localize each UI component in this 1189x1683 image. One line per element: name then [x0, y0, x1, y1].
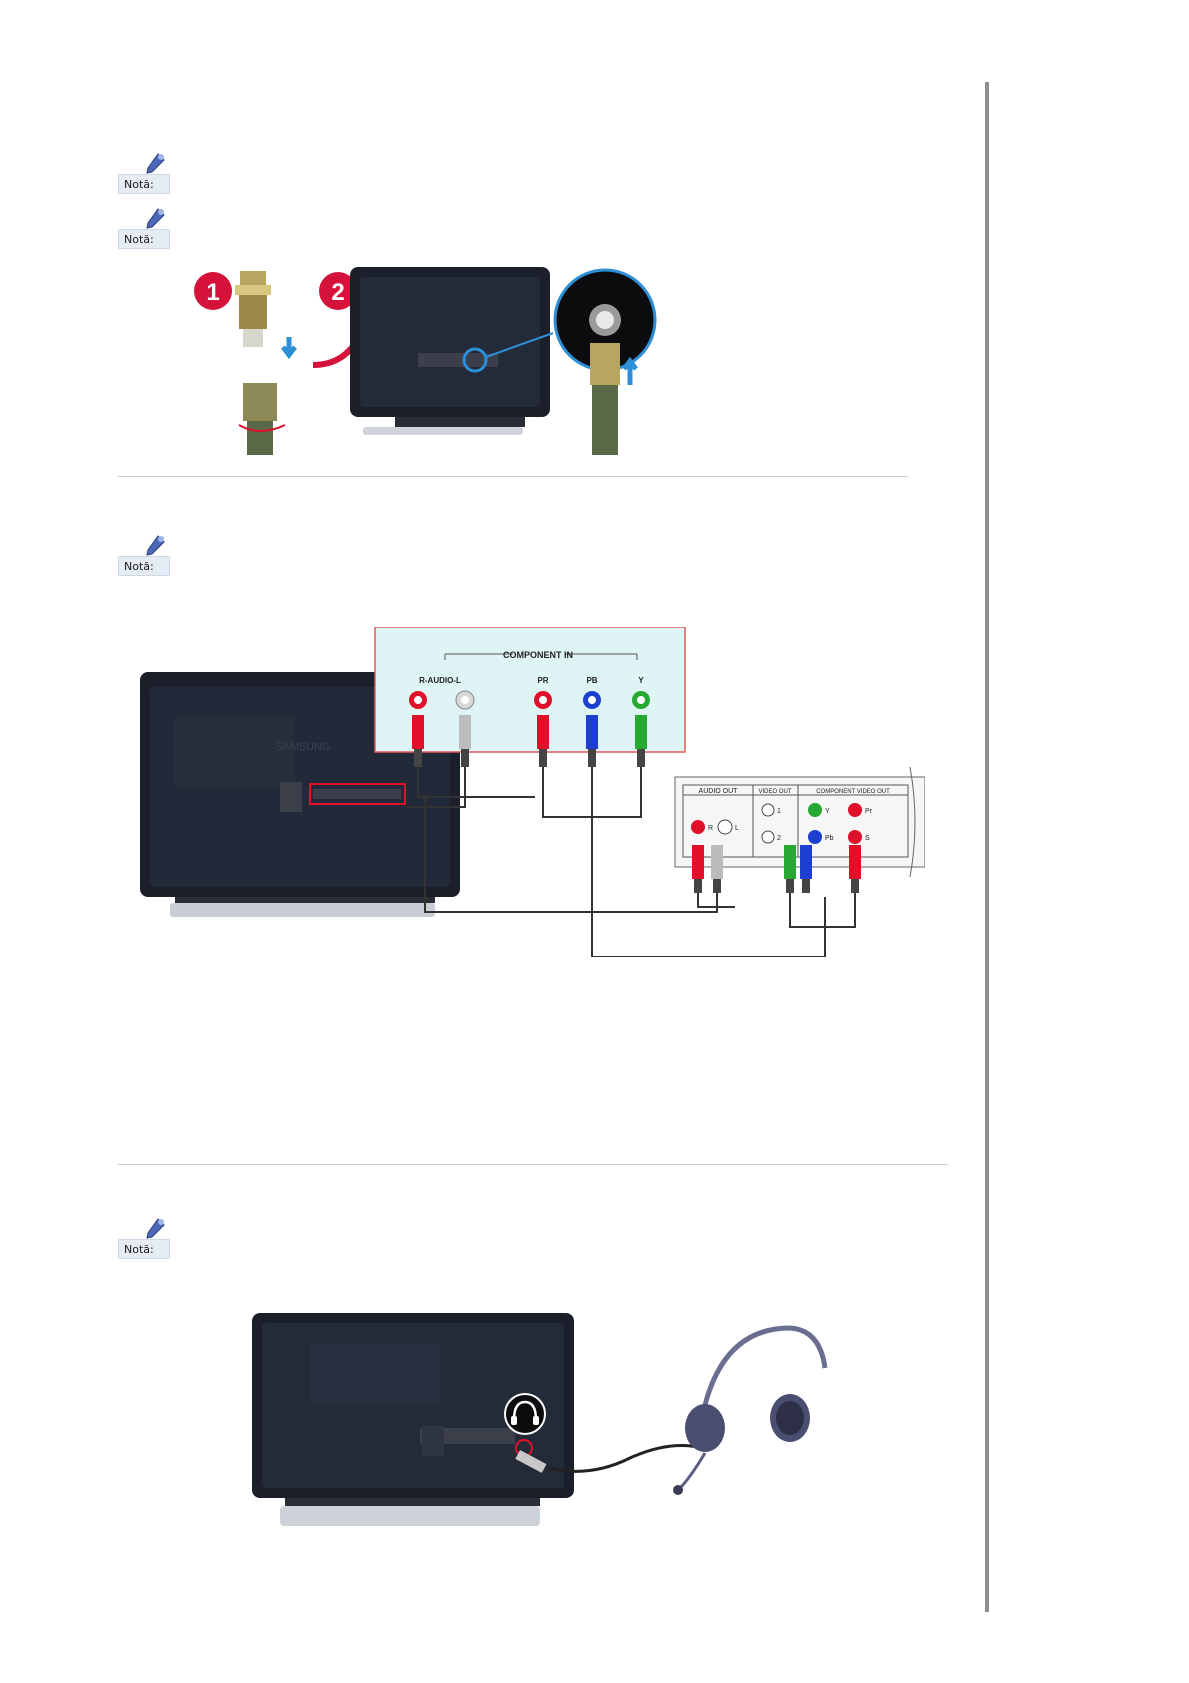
pen-note-icon [144, 534, 166, 558]
jack-label-pb: PB [586, 676, 597, 685]
jack-label-y: Y [638, 676, 644, 685]
antenna-connection-illustration: 1 2 [185, 265, 705, 455]
pen-note-icon [144, 207, 166, 231]
svg-text:2: 2 [777, 835, 781, 842]
jack-label-audio: R-AUDIO-L [419, 676, 461, 685]
note-badge-2: Notă: [118, 207, 170, 249]
up-arrow-icon [624, 361, 636, 385]
note-badge-3: Notă: [118, 534, 170, 576]
svg-text:Y: Y [825, 808, 830, 815]
monitor-back [350, 267, 550, 435]
note-label: Notă: [124, 560, 154, 573]
video-out-label: VIDEO OUT [758, 789, 791, 795]
coax-adapter [235, 271, 271, 347]
svg-text:Pb: Pb [825, 835, 834, 842]
pen-note-icon [144, 1217, 166, 1241]
svg-text:L: L [735, 825, 739, 832]
note-label: Notă: [124, 178, 154, 191]
note-label: Notă: [124, 1243, 154, 1256]
antenna-jack-zoom [555, 270, 655, 455]
note-label: Notă: [124, 233, 154, 246]
svg-text:1: 1 [777, 808, 781, 815]
section-divider-2 [118, 1164, 948, 1165]
step-1-number: 1 [206, 279, 219, 306]
headphone-connection-illustration [250, 1308, 830, 1533]
pen-note-icon [144, 152, 166, 176]
coax-cable [239, 383, 285, 455]
component-connection-diagram: SAMSUNG COMPONENT IN R-AUDIO-L PR PB Y [135, 627, 925, 957]
step-2-number: 2 [331, 279, 344, 306]
note-badge-4: Notă: [118, 1217, 170, 1259]
note-badge-1: Notă: [118, 152, 170, 194]
page-margin-rule [985, 82, 989, 1612]
section-divider-1 [118, 476, 908, 477]
brand-logo: SAMSUNG [275, 741, 331, 753]
down-arrow-icon [283, 337, 295, 355]
svg-text:Pr: Pr [865, 808, 873, 815]
headset [673, 1328, 825, 1495]
svg-text:R: R [708, 825, 713, 832]
audio-out-label: AUDIO OUT [699, 788, 739, 795]
component-video-out-label: COMPONENT VIDEO OUT [816, 789, 890, 795]
step-1-badge: 1 [194, 272, 232, 310]
component-in-header: COMPONENT IN [503, 650, 573, 660]
jack-label-pr: PR [537, 676, 548, 685]
svg-text:S: S [865, 835, 870, 842]
